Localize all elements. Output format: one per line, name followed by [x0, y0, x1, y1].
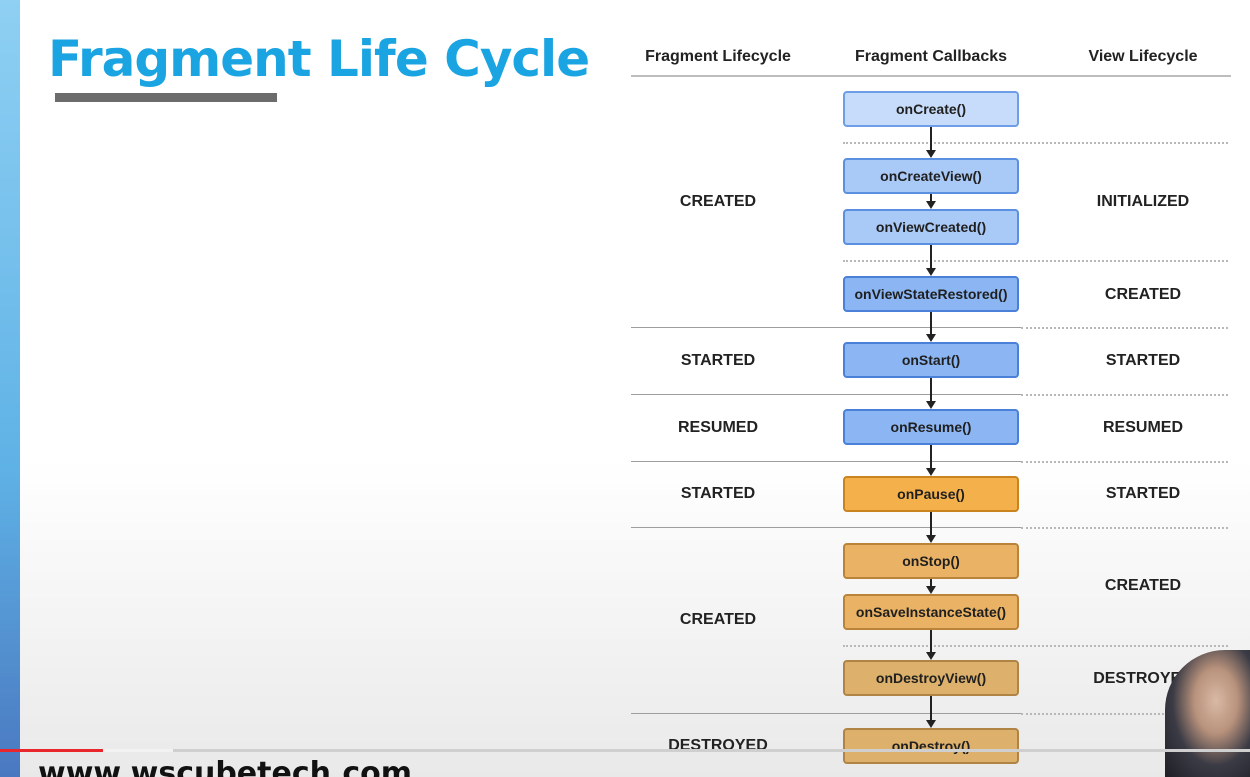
presenter-webcam — [1165, 650, 1250, 777]
flow-arrow — [926, 312, 936, 342]
view-divider — [1021, 713, 1228, 715]
view-state-started: STARTED — [1105, 485, 1181, 502]
callback-on-view-state-restored: onViewStateRestored() — [843, 276, 1019, 312]
view-divider — [843, 260, 1228, 262]
header-divider — [631, 75, 1231, 77]
view-divider — [1021, 327, 1228, 329]
callback-on-create: onCreate() — [843, 91, 1019, 127]
fragment-divider — [631, 461, 1021, 462]
view-state-destroyed: DESTROYED — [1093, 670, 1193, 687]
fragment-divider — [631, 394, 1021, 395]
callback-on-destroy-view: onDestroyView() — [843, 660, 1019, 696]
view-divider — [1021, 461, 1228, 463]
video-progress-fill[interactable] — [0, 749, 103, 752]
callback-on-create-view: onCreateView() — [843, 158, 1019, 194]
header-fragment-callbacks: Fragment Callbacks — [854, 48, 1008, 65]
view-state-initialized: INITIALIZED — [1096, 193, 1190, 210]
fragment-divider — [631, 327, 1021, 328]
view-state-created: CREATED — [1104, 577, 1182, 594]
header-view-lifecycle: View Lifecycle — [1088, 48, 1198, 65]
view-divider — [1021, 394, 1228, 396]
view-state-resumed: RESUMED — [1102, 419, 1183, 436]
callback-on-start: onStart() — [843, 342, 1019, 378]
fragment-divider — [631, 527, 1021, 528]
callback-on-resume: onResume() — [843, 409, 1019, 445]
view-state-created: CREATED — [1104, 286, 1182, 303]
callback-on-destroy: onDestroy() — [843, 728, 1019, 764]
flow-arrow — [926, 127, 936, 158]
footer-url: www.wscubetech.com — [38, 756, 413, 777]
callback-on-view-created: onViewCreated() — [843, 209, 1019, 245]
fragment-state-started: STARTED — [680, 352, 756, 369]
fragment-divider — [631, 713, 1021, 714]
left-accent-stripe — [0, 0, 20, 777]
flow-arrow — [926, 378, 936, 409]
view-divider — [1021, 527, 1228, 529]
title-underline — [55, 93, 277, 102]
flow-arrow — [926, 445, 936, 476]
fragment-state-started: STARTED — [680, 485, 756, 502]
view-state-started: STARTED — [1105, 352, 1181, 369]
header-fragment-lifecycle: Fragment Lifecycle — [645, 48, 791, 65]
slide-title: Fragment Life Cycle — [48, 30, 590, 88]
callback-on-pause: onPause() — [843, 476, 1019, 512]
fragment-state-created: CREATED — [679, 193, 757, 210]
flow-arrow — [926, 579, 936, 594]
fragment-state-resumed: RESUMED — [677, 419, 758, 436]
video-progress-track[interactable] — [0, 749, 1250, 752]
fragment-state-created: CREATED — [679, 611, 757, 628]
flow-arrow — [926, 630, 936, 660]
flow-arrow — [926, 696, 936, 728]
flow-arrow — [926, 245, 936, 276]
flow-arrow — [926, 512, 936, 543]
callback-on-save-instance-state: onSaveInstanceState() — [843, 594, 1019, 630]
fragment-state-destroyed: DESTROYED — [668, 737, 768, 754]
video-progress-buffer — [103, 749, 173, 752]
view-divider — [843, 142, 1228, 144]
flow-arrow — [926, 194, 936, 209]
view-divider — [843, 645, 1228, 647]
callback-on-stop: onStop() — [843, 543, 1019, 579]
